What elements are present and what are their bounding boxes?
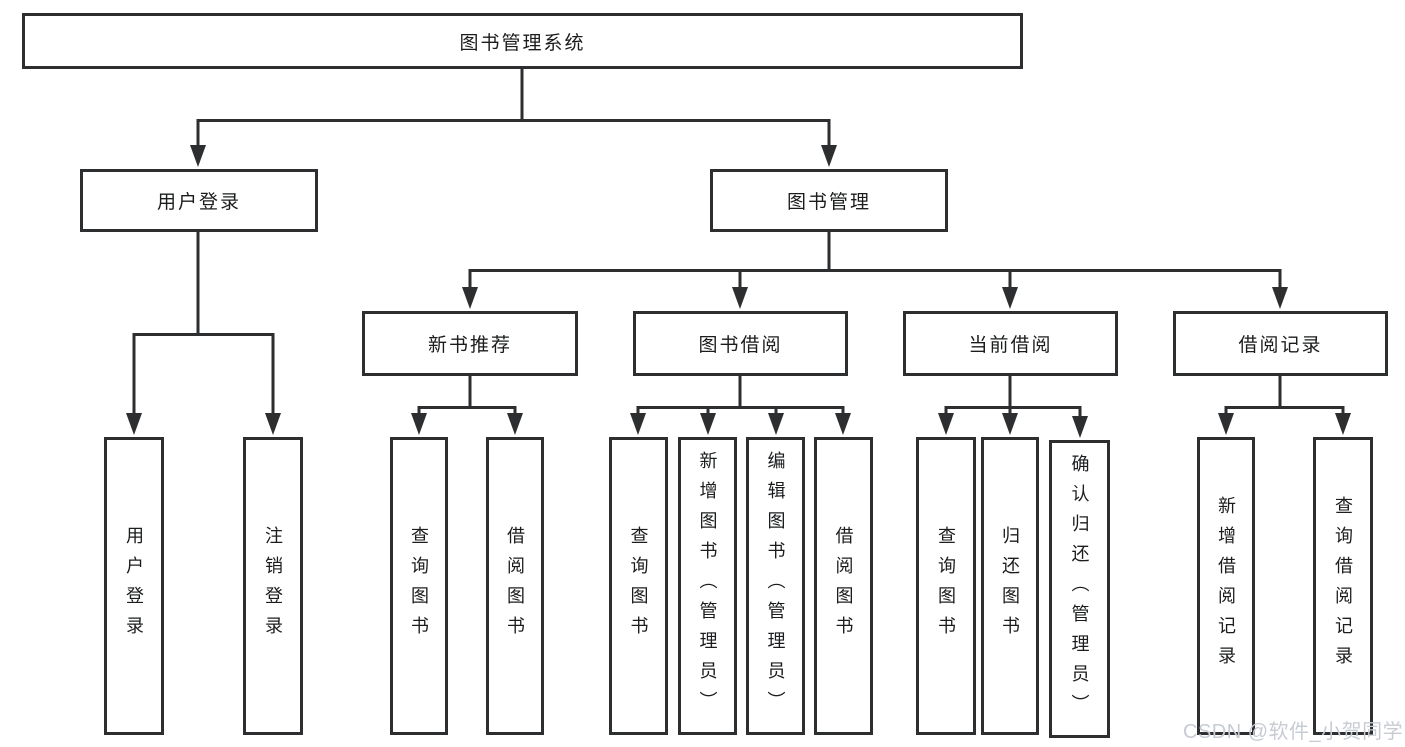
arrow-down-icon (507, 413, 523, 435)
connector-new-book-rec-children (411, 375, 523, 435)
arrow-down-icon (462, 287, 478, 309)
node-label: 图书管理 (786, 192, 871, 213)
node-leaf-query-books-current: 查询图书 (916, 437, 976, 735)
node-leaf-borrow-books-rec: 借阅图书 (486, 437, 544, 735)
node-label: 用户登录 (156, 192, 241, 213)
node-label: 归还图书 (1000, 526, 1020, 646)
node-label: 借阅图书 (505, 526, 525, 646)
arrow-down-icon (700, 413, 716, 435)
node-leaf-user-login: 用户登录 (104, 437, 164, 735)
node-leaf-query-borrow-record: 查询借阅记录 (1313, 437, 1373, 735)
arrow-down-icon (732, 287, 748, 309)
node-leaf-confirm-return-admin: 确认归还（管理员） (1049, 440, 1110, 738)
node-current-borrowing: 当前借阅 (903, 311, 1118, 376)
node-label: 查询图书 (628, 526, 649, 646)
node-leaf-add-books-admin: 新增图书（管理员） (678, 437, 737, 735)
node-label: 编辑图书（管理员） (765, 451, 786, 721)
arrow-down-icon (1218, 413, 1234, 435)
connector-book-borrow-children (630, 375, 851, 435)
arrow-down-icon (630, 413, 646, 435)
node-label: 用户登录 (124, 526, 144, 646)
connector-current-borrow-children (938, 375, 1088, 438)
node-leaf-edit-books-admin: 编辑图书（管理员） (746, 437, 805, 735)
arrow-down-icon (411, 413, 427, 435)
arrow-down-icon (1002, 413, 1018, 435)
node-label: 查询图书 (409, 526, 429, 646)
arrow-down-icon (1072, 416, 1088, 438)
arrow-down-icon (190, 145, 206, 167)
node-user-login-branch: 用户登录 (80, 169, 318, 232)
node-book-management-branch: 图书管理 (710, 169, 948, 232)
node-label: 查询借阅记录 (1333, 496, 1353, 676)
node-root-system: 图书管理系统 (22, 13, 1023, 69)
node-label: 注销登录 (263, 526, 283, 646)
node-leaf-borrow-books: 借阅图书 (814, 437, 873, 735)
node-label: 借阅记录 (1238, 335, 1323, 356)
arrow-down-icon (835, 413, 851, 435)
arrow-down-icon (821, 145, 837, 167)
node-label: 查询图书 (936, 526, 956, 646)
arrow-down-icon (768, 413, 784, 435)
node-label: 新增图书（管理员） (697, 451, 718, 721)
node-leaf-logout: 注销登录 (243, 437, 303, 735)
node-leaf-query-books-borrow: 查询图书 (609, 437, 668, 735)
node-label: 图书借阅 (698, 335, 783, 356)
arrow-down-icon (126, 413, 142, 435)
arrow-down-icon (1002, 287, 1018, 309)
node-leaf-return-books: 归还图书 (981, 437, 1039, 735)
node-label: 借阅图书 (833, 526, 854, 646)
connector-borrow-records-children (1218, 375, 1351, 435)
node-label: 图书管理系统 (459, 32, 586, 54)
arrow-down-icon (1272, 287, 1288, 309)
connector-root-to-level2 (190, 67, 837, 167)
node-label: 新增借阅记录 (1216, 496, 1236, 676)
arrow-down-icon (938, 413, 954, 435)
node-leaf-add-borrow-record: 新增借阅记录 (1197, 437, 1255, 735)
node-label: 确认归还（管理员） (1069, 454, 1090, 724)
node-label: 当前借阅 (968, 335, 1053, 356)
csdn-watermark: CSDN @软件_小贺同学 (1183, 721, 1404, 743)
node-new-book-recommendation: 新书推荐 (362, 311, 578, 376)
connector-book-mgmt-children (462, 231, 1288, 309)
connector-user-login-children (126, 231, 281, 435)
node-borrowing-records: 借阅记录 (1173, 311, 1388, 376)
node-leaf-query-books-rec: 查询图书 (390, 437, 448, 735)
arrow-down-icon (265, 413, 281, 435)
node-book-borrowing: 图书借阅 (633, 311, 848, 376)
node-label: 新书推荐 (427, 335, 512, 356)
arrow-down-icon (1335, 413, 1351, 435)
